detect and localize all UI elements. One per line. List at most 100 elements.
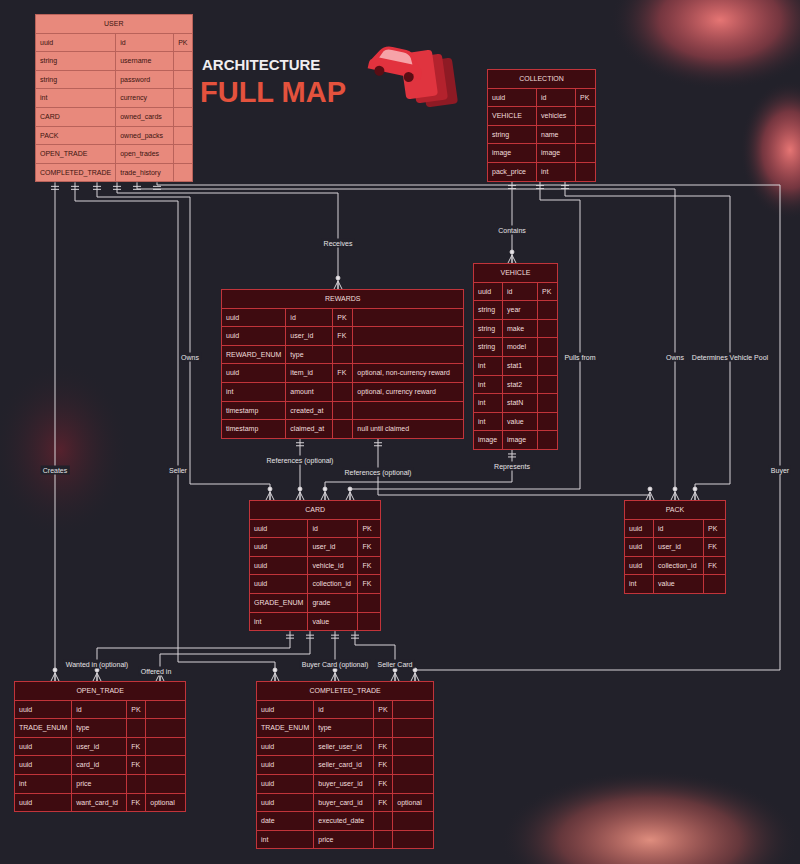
relation-line [300,439,301,500]
relation-label: Represents [492,462,532,471]
field-cell: FK [333,364,352,382]
field-cell: price [314,831,373,849]
field-cell: string [36,52,115,70]
field-cell: uuid [625,538,653,556]
glow-blob [610,0,800,90]
field-cell: TRADE_ENUM [15,719,71,737]
empty-cell [538,394,557,412]
empty-cell [174,71,191,89]
field-cell: id [654,520,703,538]
relation-line [325,450,512,500]
field-cell: value [308,613,357,631]
field-cell: buyer_card_id [314,794,373,812]
field-cell: optional, currency reward [353,383,463,401]
relation-label: Owns [179,353,201,362]
empty-cell [393,756,433,774]
field-cell: seller_card_id [314,756,373,774]
table-header: COLLECTION [488,70,595,88]
relation-line [55,182,56,681]
field-cell: uuid [257,794,313,812]
entity-table: CARDuuididPKuuiduser_idFKuuidvehicle_idF… [249,500,381,631]
empty-cell [538,320,557,338]
field-cell: timestamp [222,402,285,420]
field-cell: uuid [36,34,115,52]
empty-cell [146,719,185,737]
empty-cell [358,613,380,631]
field-cell: year [503,301,537,319]
field-cell: uuid [222,309,285,327]
field-cell: null until claimed [353,420,463,438]
field-cell: FK [374,738,392,756]
empty-cell [174,164,191,182]
empty-cell [333,346,352,364]
relation-line [117,182,338,289]
field-cell: uuid [257,701,313,719]
field-cell: FK [374,756,392,774]
field-cell: open_trades [116,145,173,163]
empty-cell [174,127,191,145]
field-cell: FK [358,575,380,593]
empty-cell [358,594,380,612]
field-cell: string [474,320,502,338]
empty-cell [374,812,392,830]
field-cell: FK [704,557,725,575]
field-cell: owned_packs [116,127,173,145]
field-cell: claimed_at [286,420,332,438]
glow-blob [740,80,800,220]
empty-cell [576,107,595,125]
empty-cell [393,831,433,849]
field-cell: image [488,144,536,162]
empty-cell [393,719,433,737]
field-cell: uuid [250,575,307,593]
relation-label: Seller [167,466,189,475]
field-cell: PK [127,701,145,719]
field-cell: COMPLETED_TRADE [36,164,115,182]
empty-cell [353,402,463,420]
field-cell: uuid [222,327,285,345]
relation-label: Seller Card [375,660,414,669]
field-cell: string [488,126,536,144]
empty-cell [353,346,463,364]
relation-label: Determines Vehicle Pool [690,353,770,362]
relation-line [157,182,780,681]
relation-label: Buyer Card (optional) [300,660,371,669]
field-cell: image [537,144,575,162]
entity-table: USERuuididPKstringusernamestringpassword… [35,14,193,182]
car-wheel [373,65,385,77]
relation-label: Creates [41,466,70,475]
empty-cell [127,775,145,793]
empty-cell [174,108,191,126]
empty-cell [174,89,191,107]
relation-label: Offered in [139,667,174,676]
field-cell: executed_date [314,812,373,830]
relation-line [97,631,290,681]
field-cell: vehicle_id [308,557,357,575]
field-cell: int [15,775,71,793]
field-cell: FK [127,794,145,812]
page-title: ARCHITECTURE [202,57,320,72]
field-cell: stat2 [503,376,537,394]
field-cell: uuid [15,738,71,756]
field-cell: PK [174,34,191,52]
field-cell: model [503,338,537,356]
relation-line [512,182,513,263]
field-cell: username [116,52,173,70]
field-cell: buyer_user_id [314,775,373,793]
field-cell: make [503,320,537,338]
empty-cell [146,738,185,756]
empty-cell [576,126,595,144]
field-cell: uuid [15,794,71,812]
field-cell: CARD [36,108,115,126]
field-cell: type [286,346,332,364]
field-cell: VEHICLE [488,107,536,125]
entity-table: VEHICLEuuididPKstringyearstringmakestrin… [473,263,558,450]
field-cell: uuid [250,557,307,575]
field-cell: uuid [222,364,285,382]
field-cell: int [474,376,502,394]
field-cell: currency [116,89,173,107]
field-cell: int [537,163,575,181]
empty-cell [538,338,557,356]
field-cell: PK [333,309,352,327]
relation-label: Contains [496,226,528,235]
field-cell: GRADE_ENUM [250,594,307,612]
